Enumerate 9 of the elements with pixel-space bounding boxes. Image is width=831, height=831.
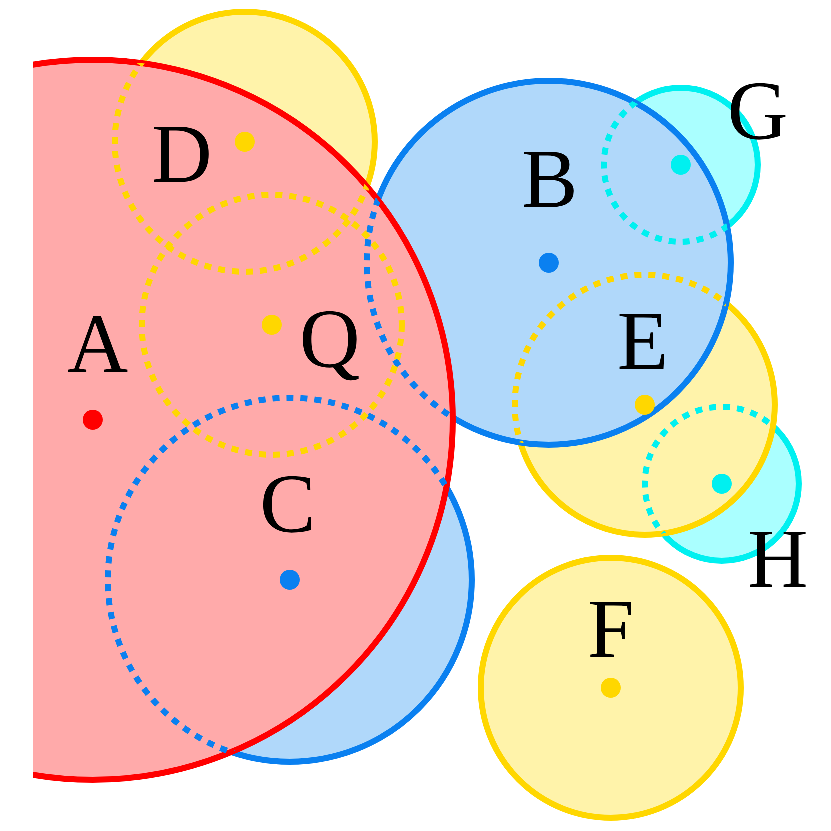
circle-letter: D [152, 113, 212, 197]
circle-letter: Q [300, 298, 360, 382]
circle-letter: B [522, 138, 578, 222]
circle-letter: C [260, 463, 316, 547]
circle-letter: F [588, 588, 634, 672]
circle-letter: A [68, 303, 128, 387]
circle-letter: H [748, 518, 808, 602]
circle-letter: E [617, 300, 669, 384]
circle-letter: G [728, 70, 788, 154]
